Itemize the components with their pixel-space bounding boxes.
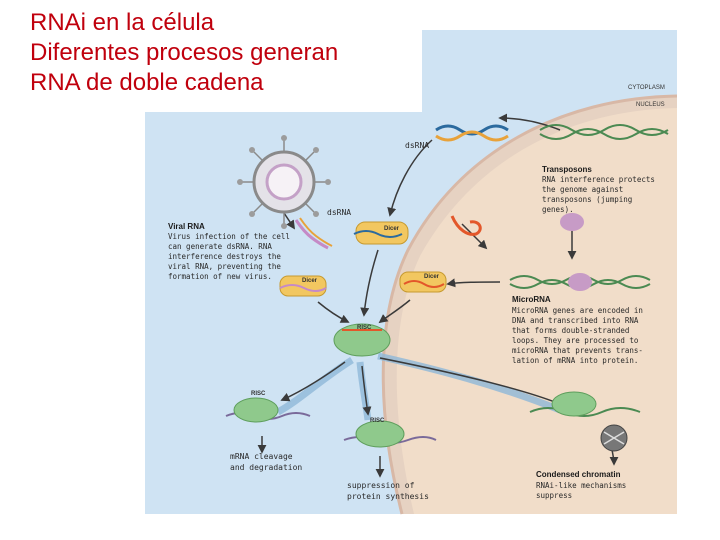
arrow-to-cleavage xyxy=(280,361,346,402)
microrna-line-6: lation of mRNA into protein. xyxy=(512,356,638,365)
dicer-label-1: Dicer xyxy=(384,226,400,232)
dicer-complex-center xyxy=(353,221,409,245)
risc-complex-center xyxy=(333,323,391,357)
dicer-complex-viral xyxy=(279,275,327,297)
nucleus-region xyxy=(396,108,677,514)
cleavage-line-1: mRNA cleavage xyxy=(230,452,293,461)
transposon-dna xyxy=(539,124,669,140)
risc-label-1: RISC xyxy=(357,325,372,331)
dsrna-label: dsRNA xyxy=(405,141,429,150)
arrow-dicer-to-risc xyxy=(360,249,379,317)
title-line-3: RNA de doble cadena xyxy=(30,69,264,96)
nucleus-label: NUCLEUS xyxy=(636,102,665,108)
chromatin-caption: Condensed chromatin RNAi-like mechanisms… xyxy=(536,470,626,500)
arrow-mirna-dicer-to-risc xyxy=(378,299,411,324)
arrow-nuclear-pore-in xyxy=(461,223,488,250)
viral-rna-line-2: can generate dsRNA. RNA xyxy=(168,242,272,251)
cleavage-line-2: and degradation xyxy=(230,463,302,472)
title-line-1: RNAi en la célula xyxy=(30,9,215,36)
viral-rna-line-1: Virus infection of the cell xyxy=(168,232,290,241)
transposon-polymerase xyxy=(560,213,584,231)
chromatin-line-1: RNAi-like mechanisms xyxy=(536,481,626,490)
virus-particle xyxy=(237,135,331,229)
arrow-transposon-to-dsrna xyxy=(498,113,561,131)
title-backdrop xyxy=(0,0,422,112)
microrna-line-2: DNA and transcribed into RNA xyxy=(512,316,639,325)
microrna-title: MicroRNA xyxy=(512,295,551,304)
transposons-line-4: genes). xyxy=(542,205,574,214)
transposons-caption: Transposons RNA interference protects th… xyxy=(542,165,655,214)
risc-complex-cleavage xyxy=(225,397,311,423)
flow-ribbon-down xyxy=(356,361,372,421)
pre-mirna-hairpin xyxy=(450,215,482,236)
viral-rna-caption: Viral RNA Virus infection of the cell ca… xyxy=(168,222,290,281)
arrow-to-suppression xyxy=(361,365,372,416)
microrna-polymerase xyxy=(568,273,592,291)
flow-ribbon-left xyxy=(276,357,354,416)
dsrna-helix-top xyxy=(435,124,509,142)
suppression-line-1: suppression of xyxy=(347,481,415,490)
flow-ribbon-right xyxy=(377,352,562,414)
transposons-line-3: transposons (jumping xyxy=(542,195,632,204)
viral-rna-line-4: viral RNA, preventing the xyxy=(168,262,281,271)
viral-dsrna-strand xyxy=(294,217,333,250)
slide-title: RNAi en la célula Diferentes procesos ge… xyxy=(30,8,430,98)
condensed-chromatin xyxy=(600,424,628,452)
cleavage-caption: mRNA cleavage and degradation xyxy=(230,452,302,472)
nuclear-pore-ring xyxy=(381,94,678,515)
dicer-complex-mirna xyxy=(399,271,447,293)
dsrna-viral-label: dsRNA xyxy=(327,208,351,217)
title-line-2: Diferentes procesos generan xyxy=(30,39,339,66)
viral-rna-title: Viral RNA xyxy=(168,222,205,231)
risc-complex-chromatin xyxy=(529,391,641,417)
suppression-line-2: protein synthesis xyxy=(347,492,429,501)
risc-label-3: RISC xyxy=(370,418,385,424)
dicer-label-3: Dicer xyxy=(424,274,440,280)
arrow-nucleus-mirna-out xyxy=(446,278,501,288)
chromatin-line-2: suppress xyxy=(536,491,572,500)
dicer-label-2: Dicer xyxy=(302,278,318,284)
viral-rna-line-5: formation of new virus. xyxy=(168,272,272,281)
risc-complex-suppression xyxy=(343,420,437,448)
cytoplasm-label: CYTOPLASM xyxy=(628,85,665,91)
microrna-line-5: microRNA that prevents trans- xyxy=(512,346,643,355)
transposons-line-1: RNA interference protects xyxy=(542,175,655,184)
arrow-to-chromatin xyxy=(379,357,562,406)
microrna-line-4: loops. They are processed to xyxy=(512,336,639,345)
microrna-caption: MicroRNA MicroRNA genes are encoded in D… xyxy=(512,295,643,365)
microrna-line-1: MicroRNA genes are encoded in xyxy=(512,306,643,315)
transposons-line-2: the genome against xyxy=(542,185,623,194)
microrna-line-3: that forms double-stranded xyxy=(512,326,629,335)
arrow-viral-dicer-to-risc xyxy=(317,301,350,323)
chromatin-title: Condensed chromatin xyxy=(536,470,621,479)
risc-label-2: RISC xyxy=(251,391,266,397)
viral-rna-line-3: interference destroys the xyxy=(168,252,281,261)
arrow-dsrna-to-dicer xyxy=(387,139,433,217)
transposons-title: Transposons xyxy=(542,165,592,174)
suppression-caption: suppression of protein synthesis xyxy=(347,481,429,501)
